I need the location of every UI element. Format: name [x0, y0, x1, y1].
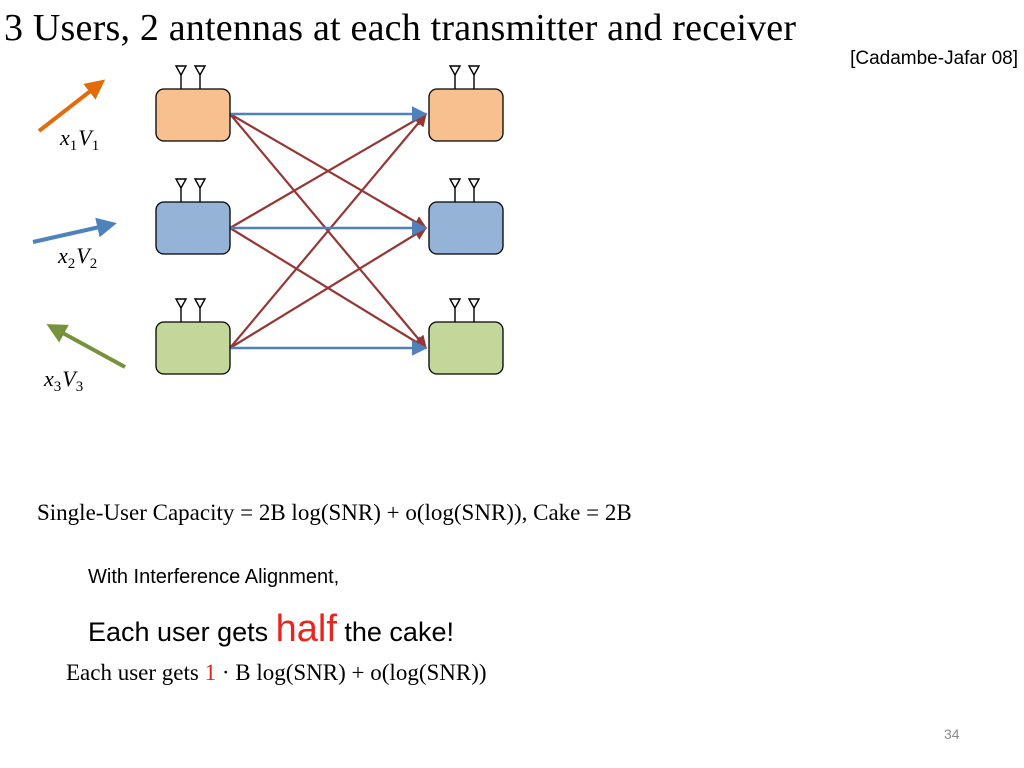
- interference-link-3-1: [229, 112, 427, 349]
- per-user-rate-prefix: Each user gets: [66, 660, 205, 685]
- citation: [Cadambe-Jafar 08]: [850, 48, 1018, 69]
- desired-links: [230, 106, 428, 356]
- antenna-icon: [448, 178, 481, 202]
- interference-link-3-2: [229, 227, 428, 349]
- transmitters: [155, 65, 231, 375]
- per-user-rate-equation: Each user gets 1 · B log(SNR) + o(log(SN…: [66, 660, 487, 686]
- receiver-box: [428, 201, 504, 255]
- interference-links: [229, 112, 428, 350]
- transmitter-box: [155, 321, 231, 375]
- interference-channel-diagram: x1V1 x2V2 x3V3: [32, 65, 504, 395]
- receivers: [428, 65, 504, 375]
- signal-label-1: x1V1: [59, 125, 99, 154]
- antenna-icon: [174, 65, 207, 89]
- per-user-rate-suffix: · B log(SNR) + o(log(SNR)): [216, 660, 487, 685]
- transmitter-3: [155, 298, 231, 375]
- transmitter-1: [155, 65, 231, 142]
- half-cake-suffix: the cake!: [336, 617, 454, 647]
- signal-vectors: [32, 79, 126, 369]
- transmitter-2: [155, 178, 231, 255]
- half-highlight: half: [275, 608, 337, 650]
- receiver-box: [428, 88, 504, 142]
- half-cake-statement: Each user gets half the cake!: [88, 608, 454, 651]
- signal-vector-1-arrow: [37, 79, 106, 133]
- receiver-1: [428, 65, 504, 142]
- antenna-icon: [448, 298, 481, 322]
- receiver-3: [428, 298, 504, 375]
- signal-label-2: x2V2: [57, 243, 97, 272]
- half-cake-prefix: Each user gets: [88, 617, 276, 647]
- antenna-icon: [174, 298, 207, 322]
- interference-link-2-1: [229, 113, 428, 229]
- antenna-icon: [174, 178, 207, 202]
- single-user-capacity-equation: Single-User Capacity = 2B log(SNR) + o(l…: [37, 500, 632, 525]
- transmitter-box: [155, 201, 231, 255]
- alignment-intro: With Interference Alignment,: [88, 566, 340, 588]
- signal-vector-2-arrow: [32, 217, 117, 244]
- transmitter-box: [155, 88, 231, 142]
- page-number: 34: [944, 726, 960, 742]
- per-user-rate-coefficient: 1: [204, 660, 217, 685]
- signal-vector-3-arrow: [46, 324, 126, 369]
- receiver-2: [428, 178, 504, 255]
- receiver-box: [428, 321, 504, 375]
- antenna-icon: [448, 65, 481, 89]
- signal-label-3: x3V3: [43, 366, 83, 395]
- slide-title: 3 Users, 2 antennas at each transmitter …: [4, 7, 797, 49]
